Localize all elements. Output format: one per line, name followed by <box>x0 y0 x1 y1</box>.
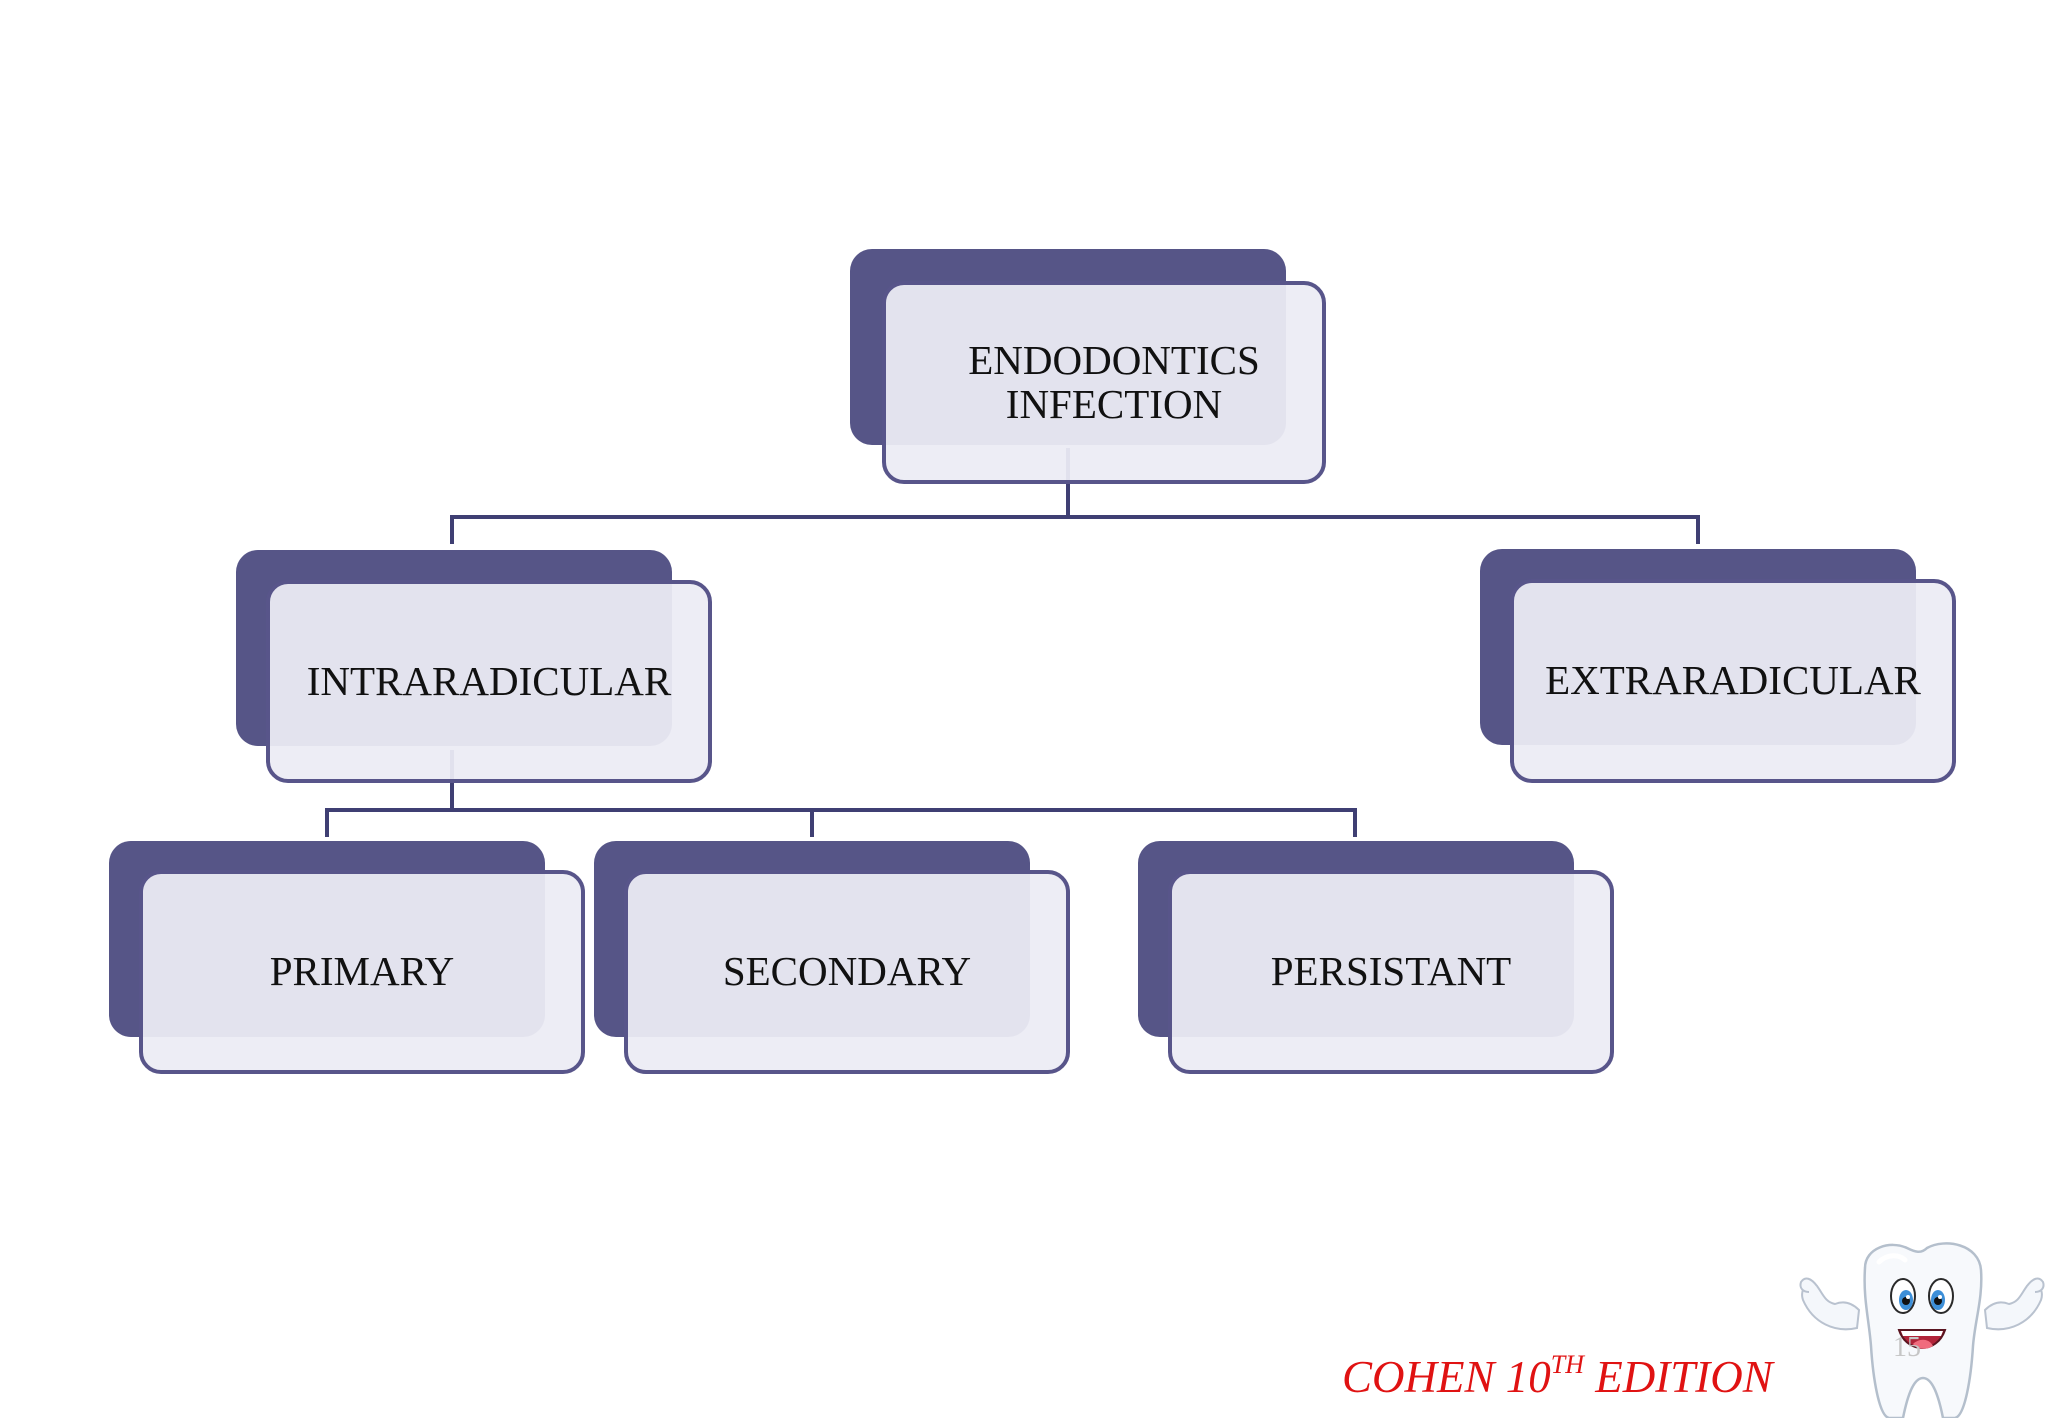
page-number: 15 <box>1893 1332 1921 1363</box>
node-label: INFECTION <box>1005 380 1223 427</box>
node-intraradicular: INTRARADICULAR <box>236 550 712 783</box>
citation-superscript: TH <box>1550 1350 1585 1379</box>
node-secondary-box: SECONDARY <box>624 870 1070 1074</box>
node-primary: PRIMARY <box>109 841 585 1074</box>
node-label: ENDODONTICS <box>968 336 1260 383</box>
node-label: EXTRARADICULAR <box>1545 657 1921 704</box>
node-endodontics-infection-box: ENDODONTICS INFECTION <box>882 281 1326 484</box>
citation-suffix: EDITION <box>1584 1352 1773 1402</box>
node-label: INTRARADICULAR <box>306 657 672 704</box>
node-primary-box: PRIMARY <box>139 870 585 1074</box>
node-label: SECONDARY <box>722 948 972 995</box>
citation: COHEN 10TH EDITION <box>1342 1350 1773 1403</box>
node-intraradicular-box: INTRARADICULAR <box>266 580 712 783</box>
node-label: PRIMARY <box>269 948 455 995</box>
node-extraradicular: EXTRARADICULAR <box>1480 549 1956 783</box>
node-persistant-box: PERSISTANT <box>1168 870 1614 1074</box>
node-persistant: PERSISTANT <box>1138 841 1614 1074</box>
node-label: PERSISTANT <box>1270 948 1512 995</box>
node-secondary: SECONDARY <box>594 841 1070 1074</box>
tooth-mascot-icon <box>1799 1242 2045 1418</box>
citation-prefix: COHEN 10 <box>1342 1352 1551 1402</box>
node-extraradicular-box: EXTRARADICULAR <box>1510 579 1956 783</box>
node-endodontics-infection: ENDODONTICS INFECTION <box>850 249 1326 484</box>
